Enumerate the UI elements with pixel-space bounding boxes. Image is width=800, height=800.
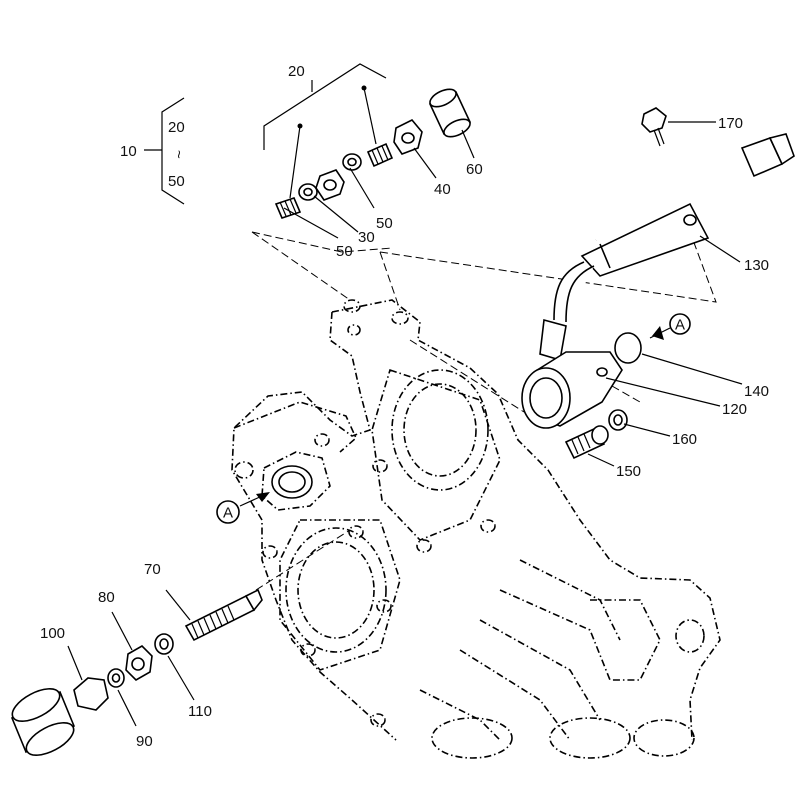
reference-marker-a-left: A: [216, 492, 270, 524]
svg-text:A: A: [675, 317, 685, 334]
part-70-adjusting-screw: [184, 588, 263, 642]
label-10: 10: [120, 143, 137, 160]
gear-housing: [231, 299, 721, 759]
part-30-nut: [315, 169, 345, 201]
label-30: 30: [358, 229, 375, 246]
part-60-cap: [428, 88, 472, 138]
callout-labels: 10 20 ~ 50 20 50 30 50 40 60 170 130 140…: [40, 63, 769, 750]
part-130-harness-bracket: [580, 202, 710, 277]
label-160: 160: [672, 431, 697, 448]
label-100: 100: [40, 625, 65, 642]
label-20-group: 20: [168, 119, 185, 136]
label-170: 170: [718, 115, 743, 132]
label-60: 60: [466, 161, 483, 178]
group-bracket-10: [161, 97, 185, 205]
part-100-cap-nut: [10, 677, 109, 756]
label-50-group: 50: [168, 173, 185, 190]
leader-lines: [67, 121, 743, 727]
label-50-left: 50: [336, 243, 353, 260]
label-tilde: ~: [170, 150, 187, 159]
label-20: 20: [288, 63, 305, 80]
part-40-nut: [393, 119, 423, 155]
assembly-lines: [251, 231, 717, 591]
harness-cable: [539, 133, 795, 362]
part-120-sensor: [521, 351, 623, 429]
label-110: 110: [188, 703, 212, 720]
part-150-screw: [564, 425, 609, 460]
part-160-washer: [608, 409, 628, 431]
label-130: 130: [744, 257, 769, 274]
reference-marker-a-right: A: [649, 313, 691, 340]
part-110-washer: [154, 633, 174, 655]
part-50-stud-right: [366, 142, 394, 168]
group-bracket-20: [263, 63, 387, 150]
label-140: 140: [744, 383, 769, 400]
label-90: 90: [136, 733, 153, 750]
label-40: 40: [434, 181, 451, 198]
label-120: 120: [722, 401, 747, 418]
label-80: 80: [98, 589, 115, 606]
part-140-oring: [614, 332, 642, 364]
part-90-washer: [107, 668, 125, 688]
label-50-right: 50: [376, 215, 393, 232]
part-80-nut: [125, 645, 153, 681]
part-170-bolt: [641, 107, 667, 147]
part-50-washer: [342, 153, 362, 171]
label-150: 150: [616, 463, 641, 480]
svg-text:A: A: [223, 505, 233, 522]
label-70: 70: [144, 561, 161, 578]
part-30-washer: [298, 183, 318, 201]
